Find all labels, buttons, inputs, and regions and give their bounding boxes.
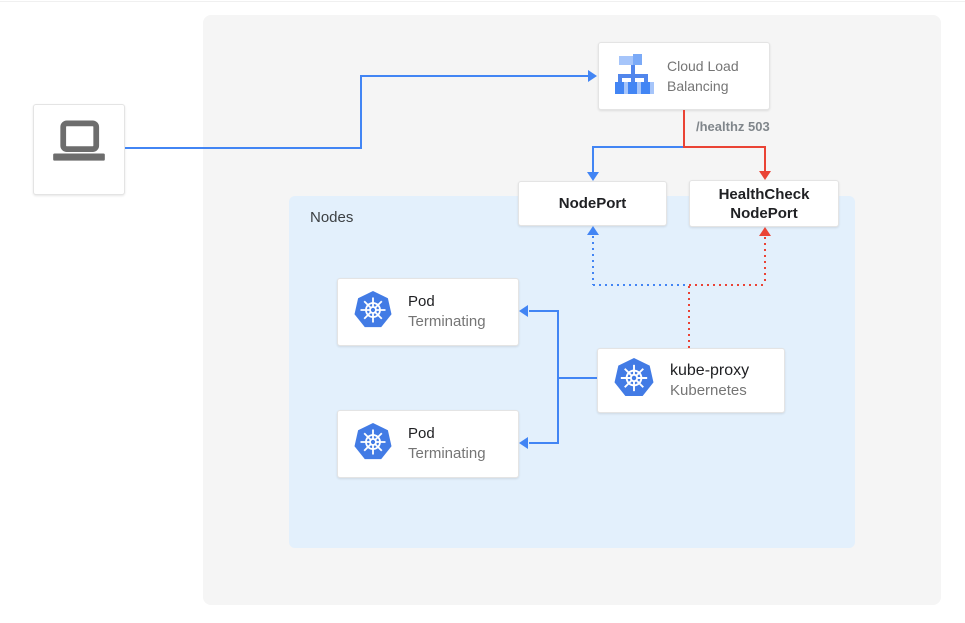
cloud-load-balancing-label: Cloud Load Balancing bbox=[667, 58, 739, 94]
edge-to-nodeport-line bbox=[592, 146, 594, 172]
pod-status: Terminating bbox=[408, 313, 486, 330]
arrowhead-into-nodeport bbox=[587, 172, 599, 181]
edge-to-pod2-line bbox=[529, 442, 558, 444]
client-laptop-node bbox=[33, 104, 125, 195]
arrowhead-into-lb bbox=[588, 70, 597, 82]
cloud-load-balancing-node: Cloud Load Balancing bbox=[598, 42, 770, 110]
edge-to-healthcheck-line bbox=[764, 146, 766, 171]
edge-split-blue-line bbox=[592, 146, 683, 148]
edge-client-to-lb-line bbox=[360, 75, 362, 149]
pod-status: Terminating bbox=[408, 445, 486, 462]
kube-proxy-node: kube-proxy Kubernetes bbox=[597, 348, 785, 413]
edge-to-pod1-line bbox=[529, 310, 558, 312]
pod-title: Pod bbox=[408, 425, 435, 442]
arrowhead-up-into-healthcheck bbox=[759, 227, 771, 236]
pod-node: Pod Terminating bbox=[337, 410, 519, 478]
healthz-status-label: /healthz 503 bbox=[696, 119, 770, 134]
top-divider bbox=[0, 1, 965, 2]
edge-kubeproxy-nodeport-dotted bbox=[593, 284, 689, 286]
edge-kubeproxy-to-pods-line bbox=[557, 310, 559, 444]
load-balancer-icon bbox=[611, 52, 655, 101]
edge-kubeproxy-nodeport-dotted bbox=[592, 236, 594, 285]
arrowhead-up-into-nodeport bbox=[587, 226, 599, 235]
pod-title: Pod bbox=[408, 293, 435, 310]
arrowhead-into-healthcheck bbox=[759, 171, 771, 180]
kubernetes-icon bbox=[614, 358, 654, 403]
kube-proxy-subtitle: Kubernetes bbox=[670, 381, 747, 399]
edge-lb-down-red-line bbox=[683, 110, 685, 146]
kube-proxy-title: kube-proxy bbox=[670, 361, 750, 379]
healthcheck-nodeport-label: HealthCheck NodePort bbox=[718, 185, 810, 222]
edge-client-to-lb-line bbox=[360, 75, 588, 77]
edge-kubeproxy-stem-dotted bbox=[688, 286, 690, 348]
kubernetes-icon bbox=[354, 422, 392, 466]
pod-node: Pod Terminating bbox=[337, 278, 519, 346]
nodeport-label: NodePort bbox=[558, 195, 627, 212]
kubernetes-icon bbox=[354, 290, 392, 334]
edge-split-red-line bbox=[683, 146, 766, 148]
edge-kubeproxy-healthcheck-dotted bbox=[764, 237, 766, 285]
edge-kubeproxy-healthcheck-dotted bbox=[689, 284, 766, 286]
arrowhead-into-pod1 bbox=[519, 305, 528, 317]
healthcheck-nodeport-node: HealthCheck NodePort bbox=[689, 180, 839, 227]
nodes-group-label: Nodes bbox=[310, 209, 354, 226]
laptop-icon bbox=[46, 116, 112, 183]
arrowhead-into-pod2 bbox=[519, 437, 528, 449]
nodeport-node: NodePort bbox=[518, 181, 667, 226]
edge-kubeproxy-to-pods-line bbox=[558, 377, 597, 379]
edge-client-to-lb-line bbox=[125, 147, 362, 149]
